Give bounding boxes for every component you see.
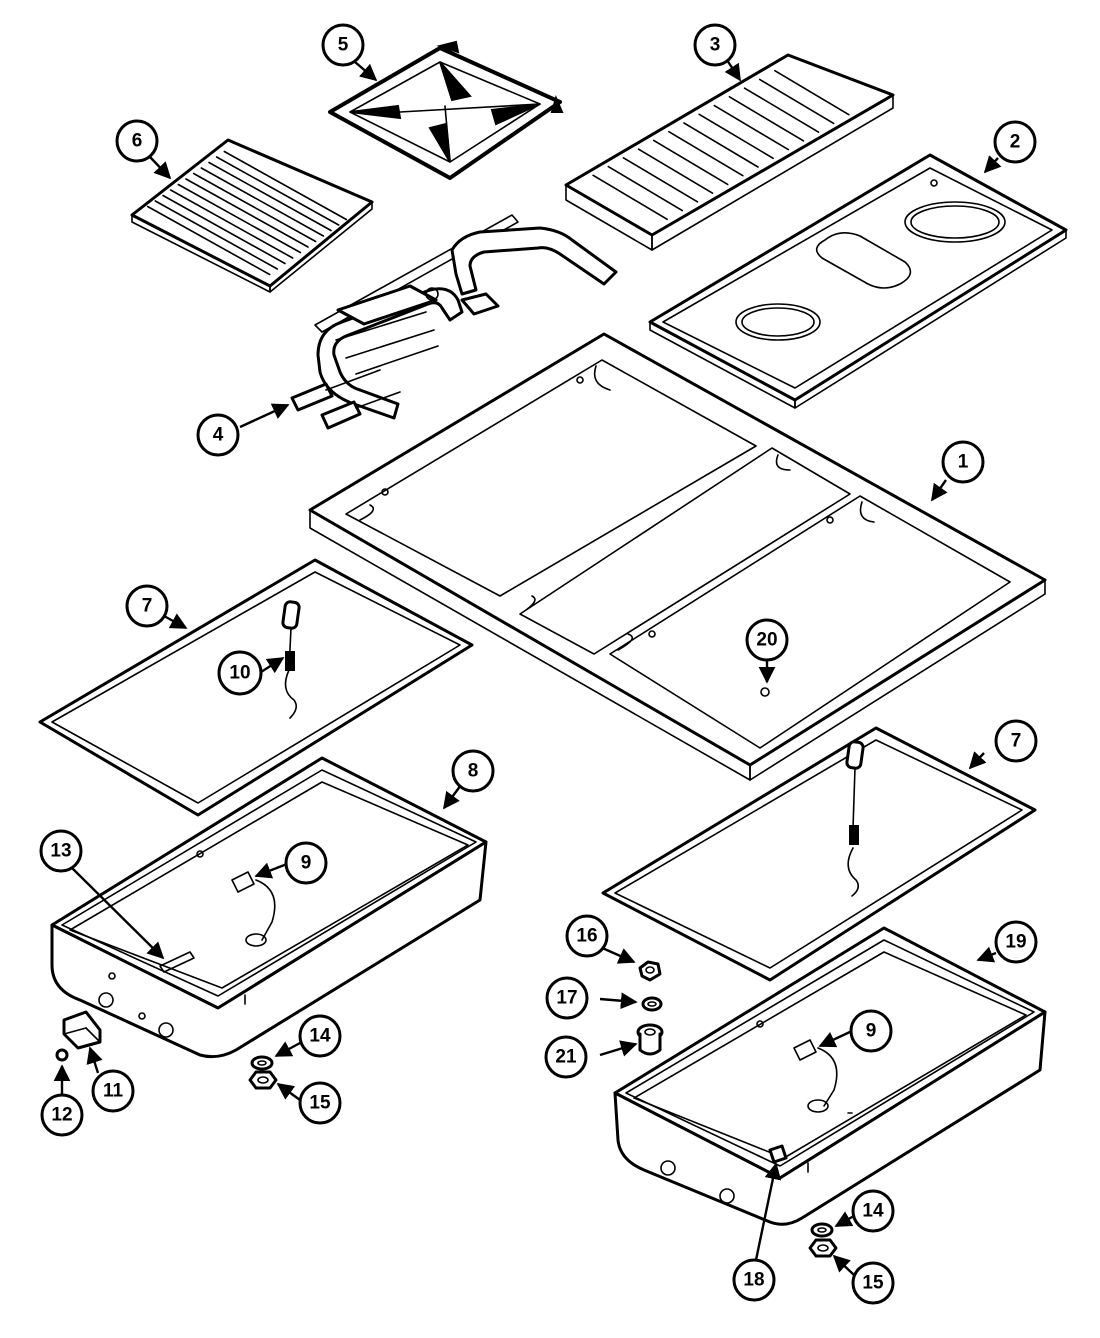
callout-14-left: 14 — [298, 1014, 342, 1058]
rib-line — [637, 148, 714, 194]
rib-line — [208, 161, 332, 232]
leader-lines — [53, 59, 1002, 1276]
callout-5: 5 — [321, 23, 365, 67]
svg-text:6: 6 — [132, 131, 143, 152]
callout-10: 10 — [217, 650, 263, 696]
washer-left — [250, 1055, 274, 1071]
grill-grate — [130, 138, 374, 293]
rib-line — [185, 178, 309, 248]
rib-line — [668, 130, 744, 177]
rib-line — [713, 104, 790, 151]
rib-line — [592, 174, 668, 221]
top-frame — [308, 332, 1047, 781]
rib-line — [758, 78, 835, 125]
callout-19: 19 — [994, 920, 1038, 964]
pan-right — [613, 926, 1047, 1226]
rib-line — [169, 189, 294, 259]
svg-text:15: 15 — [862, 1273, 884, 1294]
callout-6: 6 — [115, 119, 159, 163]
svg-text:1: 1 — [958, 452, 969, 473]
rib-line — [154, 200, 279, 270]
rib-line — [607, 165, 684, 212]
callout-9-left: 9 — [284, 841, 328, 885]
grill-plate — [564, 53, 895, 251]
rib-line — [698, 113, 774, 160]
svg-text:18: 18 — [743, 1270, 764, 1291]
callout-11: 11 — [91, 1069, 135, 1113]
svg-text:7: 7 — [1011, 731, 1022, 752]
pan-left — [50, 756, 488, 1059]
callout-2: 2 — [993, 120, 1037, 164]
callout-8: 8 — [451, 749, 495, 793]
svg-text:17: 17 — [556, 988, 577, 1009]
callout-20: 20 — [745, 618, 789, 662]
gasket-right — [601, 726, 1037, 982]
svg-text:2: 2 — [1010, 132, 1021, 153]
plate-ribs — [592, 69, 850, 221]
callout-3: 3 — [693, 23, 737, 67]
rib-line — [162, 194, 286, 265]
rib-line — [215, 156, 340, 226]
svg-text:3: 3 — [710, 35, 721, 56]
rib-line — [177, 183, 302, 254]
callout-16: 16 — [565, 914, 609, 958]
burner-grate — [328, 40, 564, 180]
bushing-part — [636, 1023, 664, 1056]
svg-text:12: 12 — [51, 1105, 72, 1126]
svg-text:4: 4 — [213, 425, 224, 446]
svg-text:11: 11 — [103, 1081, 124, 1102]
svg-text:9: 9 — [301, 853, 312, 874]
callout-4: 4 — [196, 413, 240, 457]
rib-line — [146, 205, 271, 276]
callout-14-right: 14 — [851, 1189, 895, 1233]
svg-text:20: 20 — [756, 630, 777, 651]
nut-right — [808, 1238, 838, 1258]
callout-15-right: 15 — [851, 1261, 895, 1305]
callout-12: 12 — [40, 1093, 84, 1137]
nut-small — [55, 1048, 69, 1062]
washer-right — [810, 1222, 834, 1238]
svg-text:14: 14 — [862, 1201, 884, 1222]
svg-text:9: 9 — [866, 1021, 877, 1042]
grill-ribs — [146, 150, 348, 276]
callouts: 1 2 3 4 5 6 7 7 — [39, 23, 1038, 1305]
svg-text:13: 13 — [50, 841, 71, 862]
svg-text:5: 5 — [338, 35, 349, 56]
burner-assembly — [290, 214, 618, 430]
nut-left — [248, 1070, 278, 1090]
callout-7-left: 7 — [125, 584, 169, 628]
callout-13: 13 — [39, 829, 83, 873]
svg-text:14: 14 — [309, 1026, 331, 1047]
rib-line — [200, 167, 325, 237]
washer-small — [641, 996, 663, 1012]
cooktop-panel — [648, 153, 1068, 409]
svg-text:8: 8 — [468, 761, 479, 782]
rib-line — [622, 157, 699, 203]
callout-1: 1 — [941, 440, 985, 484]
callout-21: 21 — [544, 1035, 588, 1079]
svg-text:15: 15 — [309, 1093, 331, 1114]
rib-line — [223, 150, 348, 221]
callout-7-right: 7 — [994, 719, 1038, 763]
svg-text:7: 7 — [142, 596, 153, 617]
grommet-part — [638, 960, 662, 982]
svg-text:10: 10 — [229, 663, 250, 684]
rib-line — [743, 87, 820, 133]
rib-line — [192, 172, 317, 243]
bracket-part — [62, 1010, 102, 1050]
svg-text:19: 19 — [1005, 932, 1026, 953]
svg-text:16: 16 — [576, 926, 597, 947]
rib-line — [652, 139, 729, 186]
rib-line — [728, 96, 805, 142]
rib-line — [774, 69, 850, 116]
callout-18: 18 — [732, 1258, 776, 1302]
callout-9-right: 9 — [849, 1009, 893, 1053]
callout-17: 17 — [545, 976, 589, 1020]
rib-line — [683, 122, 759, 168]
callout-15-left: 15 — [298, 1081, 342, 1125]
svg-text:21: 21 — [555, 1047, 577, 1068]
